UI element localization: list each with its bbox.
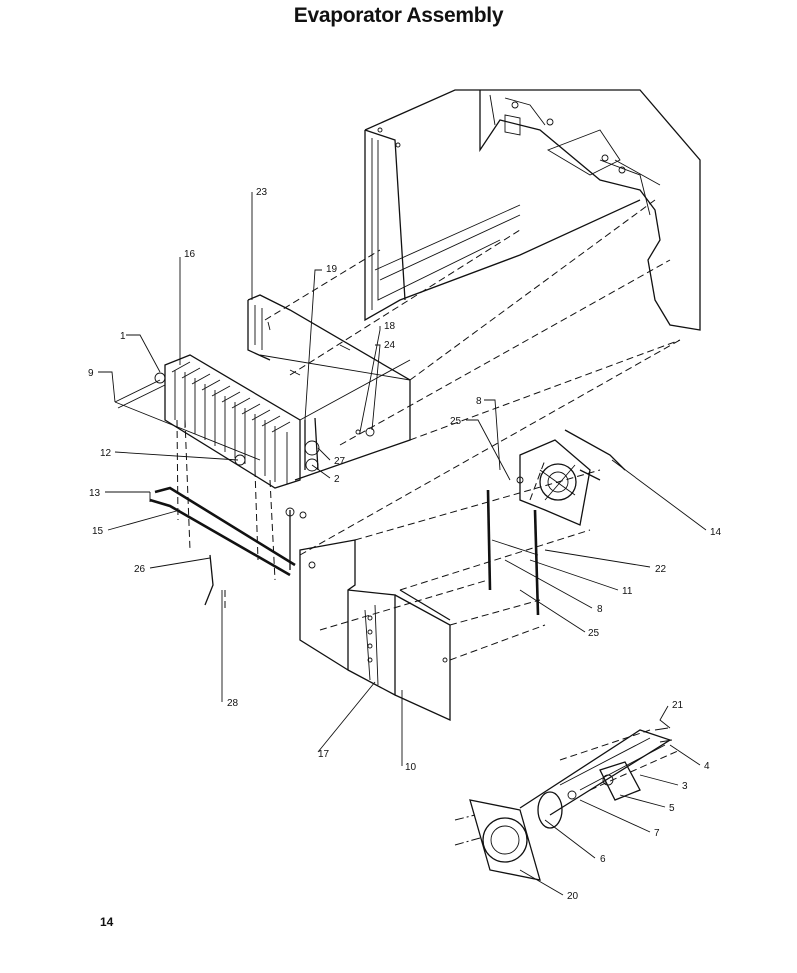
cabinet-liner [364,89,701,331]
callout-6: 6 [600,854,606,865]
callout-16: 16 [184,249,196,260]
callout-12: 12 [100,448,112,459]
callout-25-lower: 25 [588,628,600,639]
callout-8-upper: 8 [476,396,482,407]
callout-13: 13 [89,488,101,499]
assembly-lines [176,199,681,791]
callout-20: 20 [567,891,579,902]
callout-22: 22 [655,564,667,575]
callout-18: 18 [384,321,396,332]
page-number: 14 [100,915,114,929]
callout-23: 23 [256,187,268,198]
callout-7: 7 [654,828,660,839]
callout-11: 11 [622,586,633,597]
callout-1: 1 [120,331,126,342]
callout-14: 14 [710,527,722,538]
evaporator-cover [299,539,451,722]
evaporator-coil [114,294,411,489]
callout-3: 3 [682,781,688,792]
callout-25-upper: 25 [450,416,462,427]
callout-2: 2 [334,474,340,485]
lower-fan-assembly [454,727,673,881]
callout-9: 9 [88,368,94,379]
page-title: Evaporator Assembly [293,4,504,27]
callout-labels: 1 9 12 13 15 26 28 16 23 19 18 24 27 2 1… [88,187,722,902]
callout-19: 19 [326,264,338,275]
callout-8-lower: 8 [597,604,603,615]
callout-26: 26 [134,564,146,575]
callout-27: 27 [334,456,346,467]
leader-lines [98,192,707,896]
callout-28: 28 [227,698,239,709]
callout-24: 24 [384,340,396,351]
defrost-heater [149,486,307,606]
callout-10: 10 [405,762,417,773]
callout-15: 15 [92,526,104,537]
callout-17: 17 [318,749,330,760]
callout-5: 5 [669,803,675,814]
callout-4: 4 [704,761,710,772]
fan-motor-assembly [486,429,626,616]
callout-21: 21 [672,700,684,711]
